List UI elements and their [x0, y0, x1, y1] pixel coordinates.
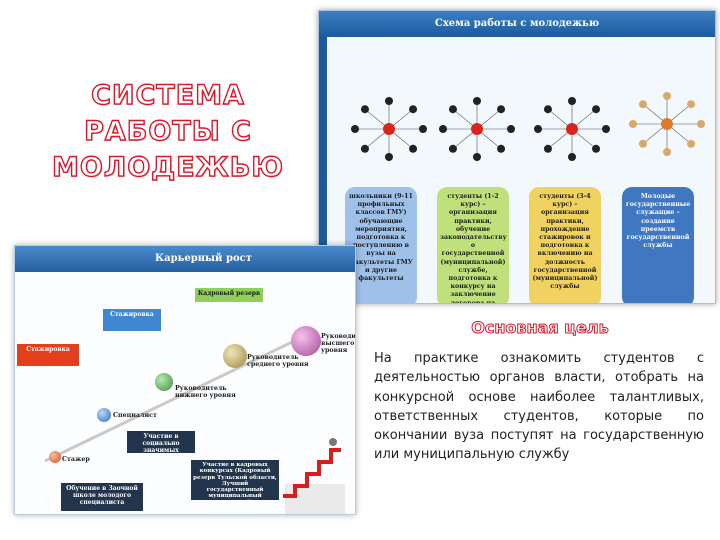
person-icon: [473, 97, 481, 105]
career-image: Карьерный рост Кадровый резерв Стажировк…: [14, 245, 356, 515]
person-icon: [663, 92, 671, 100]
person-icon: [638, 100, 647, 109]
person-icon: [385, 97, 393, 105]
scheme-image: Схема работы с молодежью школьники (9-11…: [318, 10, 716, 304]
step-label-lower: Руководитель нижнего уровня: [175, 385, 236, 399]
person-icon: [543, 105, 552, 114]
person-icon: [629, 120, 637, 128]
person-icon: [383, 123, 395, 135]
person-icon: [419, 125, 427, 133]
person-icon: [663, 148, 671, 156]
step-sphere-top: [291, 326, 321, 356]
step-sphere-lower: [155, 373, 173, 391]
stairs-icon: [283, 438, 345, 514]
person-icon: [697, 120, 705, 128]
person-icon: [592, 144, 601, 153]
scheme-column-young-servants: Молодые государственные служащие – созда…: [622, 187, 694, 303]
career-box-apprentice: Стажировка: [17, 344, 79, 366]
person-icon: [360, 144, 369, 153]
step-sphere-middle: [223, 344, 247, 368]
scheme-column-schoolchildren: школьники (9-11 профильных классов ГМУ) …: [345, 187, 417, 303]
scheme-left-bar: [319, 11, 327, 303]
person-icon: [543, 144, 552, 153]
career-box-studies: Участие в социально значимых мероприятия…: [127, 431, 195, 461]
person-icon: [661, 118, 673, 130]
career-diagonal-line: [44, 329, 345, 514]
person-icon: [568, 153, 576, 161]
step-label-top: Руководитель высшего уровня: [321, 333, 356, 354]
slide-title: СИСТЕМА РАБОТЫ С МОЛОДЕЖЬЮ: [51, 79, 284, 183]
person-icon: [507, 125, 515, 133]
people-network-illustration: [351, 92, 705, 161]
step-label-trainee: Стажер: [62, 456, 90, 463]
person-icon: [592, 105, 601, 114]
step-label-middle: Руководитель среднего уровня: [247, 354, 309, 368]
person-icon: [439, 125, 447, 133]
person-icon: [497, 105, 506, 114]
career-header: [15, 246, 355, 272]
person-icon: [360, 105, 369, 114]
person-icon: [687, 139, 696, 148]
person-icon: [385, 153, 393, 161]
career-box-reserve: Кадровый резерв: [195, 288, 263, 302]
person-icon: [471, 123, 483, 135]
person-icon: [638, 139, 647, 148]
person-icon: [448, 105, 457, 114]
step-label-specialist: Специалист: [113, 412, 157, 419]
scheme-header: Схема работы с молодежью: [319, 11, 715, 37]
goal-text: На практике ознакомить студентов с деяте…: [374, 351, 704, 463]
person-icon: [534, 125, 542, 133]
career-box-contest: Участие в кадровых конкурсах (Кадровый р…: [191, 460, 279, 506]
career-box-intern: Стажировка: [103, 309, 161, 331]
person-icon: [602, 125, 610, 133]
person-icon: [409, 105, 418, 114]
career-box-olympiad: Обучение в Заочной школе молодого специа…: [61, 483, 143, 511]
person-icon: [409, 144, 418, 153]
person-icon: [473, 153, 481, 161]
career-title: Карьерный рост: [155, 253, 252, 264]
person-icon: [351, 125, 359, 133]
scheme-column-students-1-2: студенты (1-2 курс) – организация практи…: [437, 187, 509, 303]
person-icon: [568, 97, 576, 105]
step-sphere-trainee: [49, 451, 61, 463]
goal-title: Основная цель: [471, 318, 610, 338]
scheme-column-students-3-4: студенты (3-4 курс) – организация практи…: [529, 187, 601, 303]
person-icon: [448, 144, 457, 153]
person-icon: [497, 144, 506, 153]
step-sphere-specialist: [97, 408, 111, 422]
person-icon: [566, 123, 578, 135]
person-icon: [687, 100, 696, 109]
